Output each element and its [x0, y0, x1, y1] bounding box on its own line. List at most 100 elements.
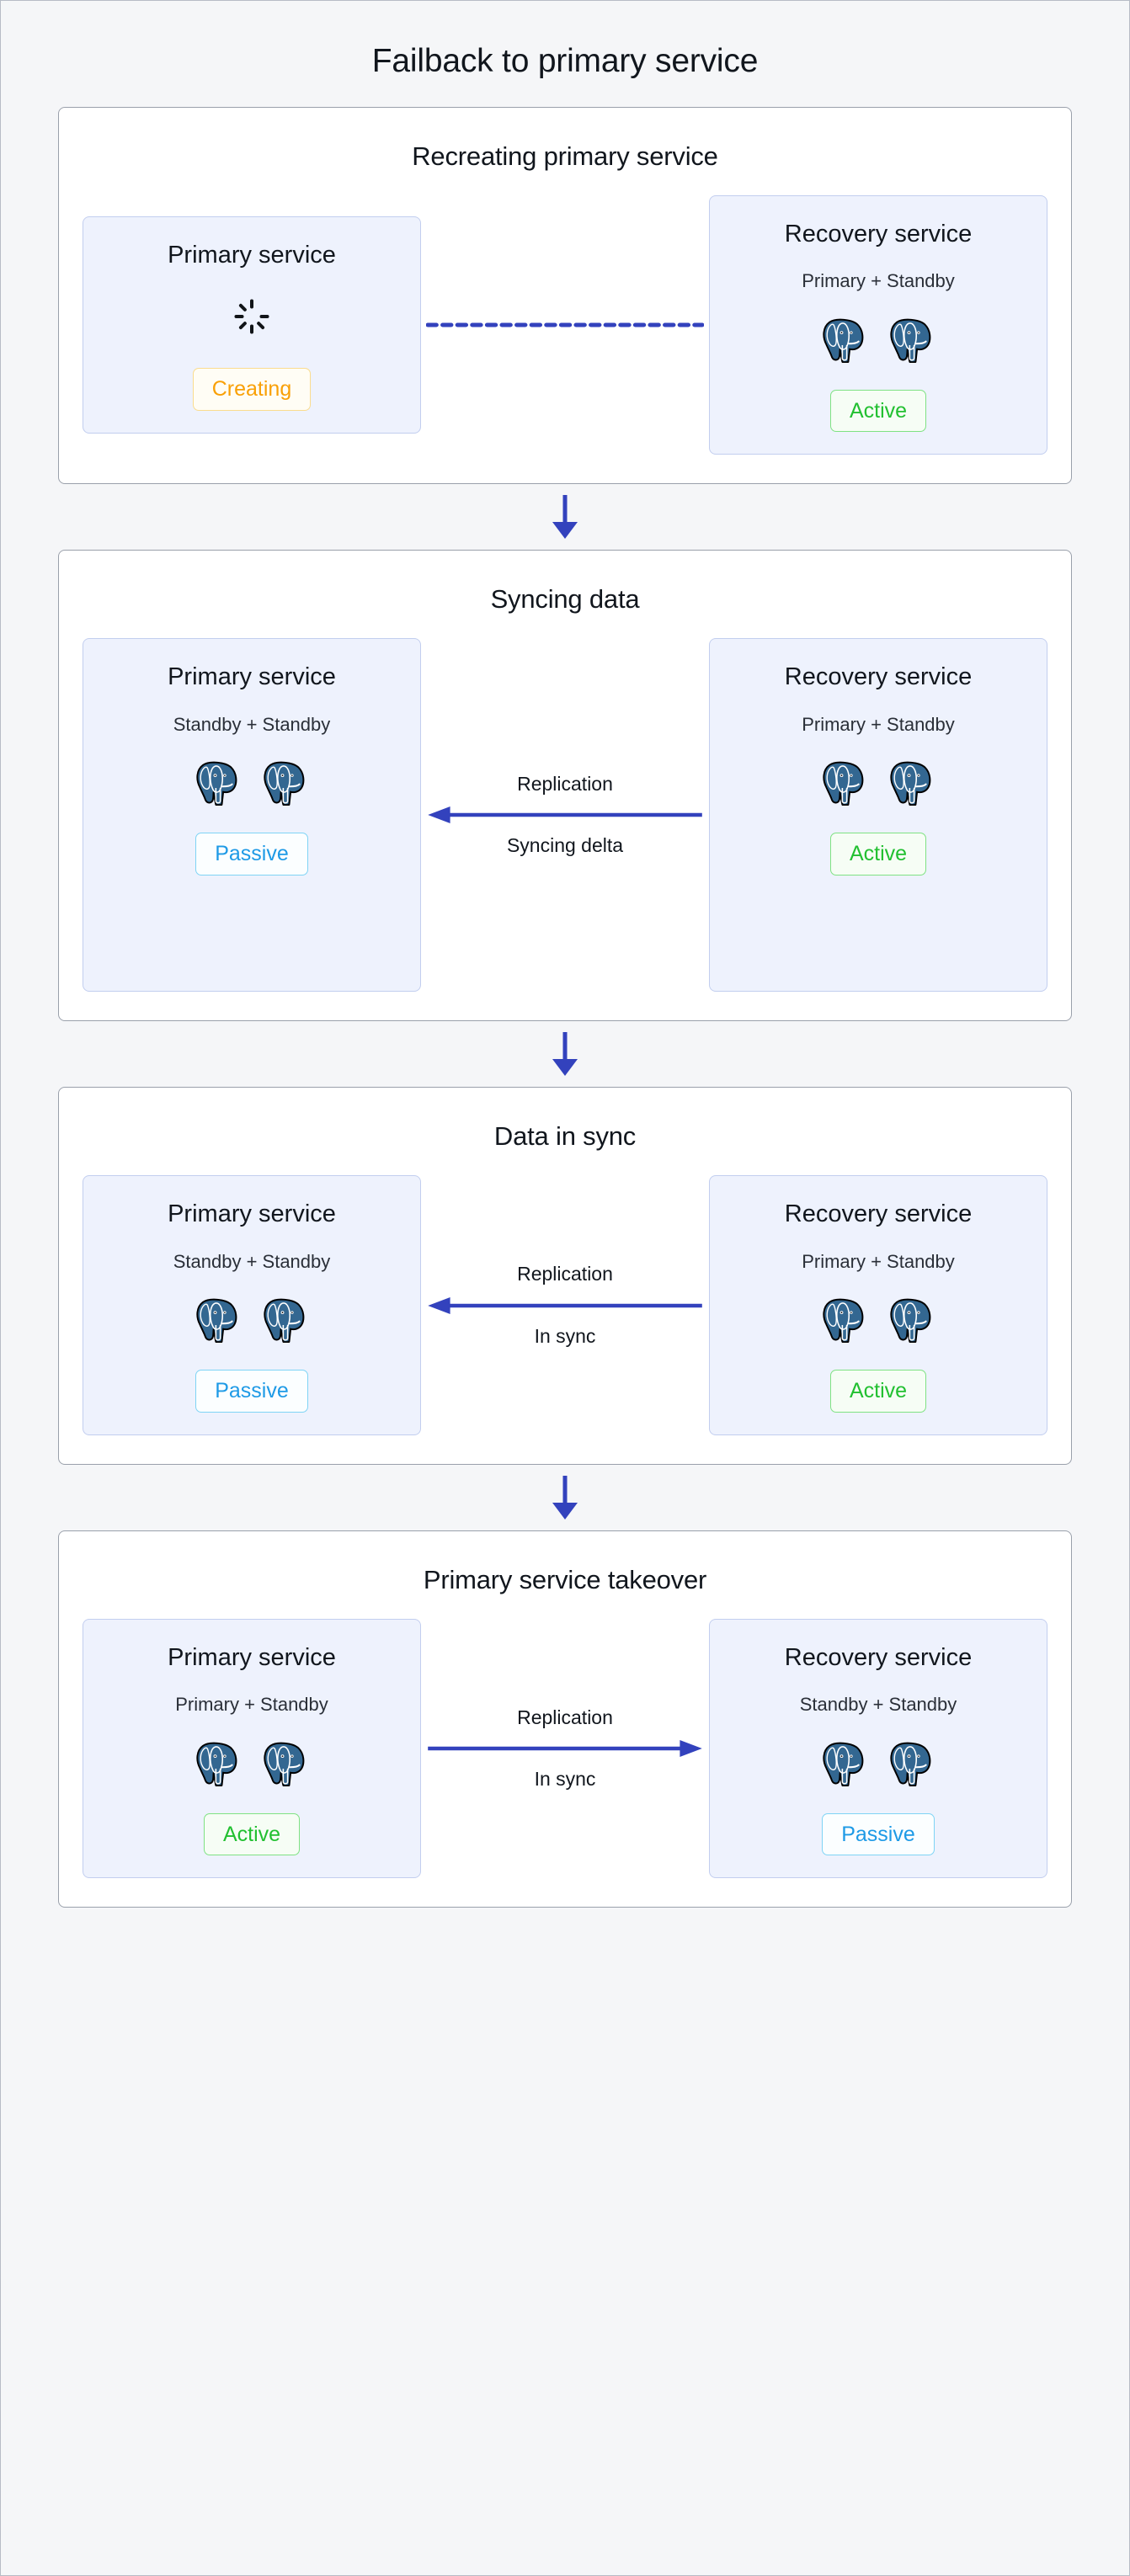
replication-connector-solid-left [428, 1296, 702, 1314]
postgresql-elephant-icon [264, 761, 305, 806]
service-card-subtitle: Primary + Standby [175, 1694, 328, 1716]
database-node [195, 758, 242, 806]
status-badge-passive[interactable]: Passive [195, 833, 308, 876]
status-badge-active[interactable]: Active [829, 833, 927, 876]
database-node [821, 1739, 868, 1786]
stage-title: Recreating primary service [412, 141, 718, 171]
status-badge-active[interactable]: Active [203, 1812, 301, 1856]
service-card-subtitle: Primary + Standby [802, 713, 955, 735]
connector-label-top: Replication [517, 1706, 613, 1728]
postgresql-elephant-icon [823, 761, 864, 806]
service-card-title: Recovery service [784, 1643, 973, 1671]
service-card-subtitle: Standby + Standby [173, 1250, 331, 1272]
service-card-title: Primary service [168, 663, 336, 691]
postgresql-elephant-icon [264, 1298, 305, 1344]
service-card-title: Recovery service [784, 1200, 973, 1228]
stage-title: Primary service takeover [423, 1564, 707, 1594]
stage-transition-arrow [58, 484, 1072, 550]
database-node-row [195, 758, 309, 806]
stage-title: Syncing data [490, 584, 640, 615]
database-node [262, 1739, 309, 1786]
database-node [888, 1739, 935, 1786]
database-node [888, 316, 935, 363]
database-node-row [195, 1739, 309, 1786]
connector-line [426, 315, 704, 335]
status-badge-active[interactable]: Active [829, 389, 927, 433]
database-node [821, 316, 868, 363]
database-node-row [821, 758, 935, 806]
database-node [888, 758, 935, 806]
postgresql-elephant-icon [823, 1298, 864, 1344]
status-badge-creating[interactable]: Creating [192, 368, 312, 412]
postgresql-elephant-icon [196, 1742, 237, 1786]
database-node [262, 1296, 309, 1344]
service-card-title: Primary service [168, 242, 336, 269]
loading-spinner-icon [232, 297, 271, 336]
replication-connector-solid-right [428, 1740, 702, 1758]
stage-transition-arrow [58, 1465, 1072, 1530]
page-title: Failback to primary service [371, 43, 759, 79]
step-down-arrow-icon [552, 1032, 578, 1077]
service-card-subtitle: Primary + Standby [802, 1250, 955, 1272]
status-badge-active[interactable]: Active [829, 1370, 927, 1413]
database-node [195, 1739, 242, 1786]
connector-line [426, 1738, 704, 1759]
replication-connector-solid-left [428, 806, 702, 824]
stage-connector [421, 315, 709, 335]
database-node [195, 1296, 242, 1344]
database-node [821, 1296, 868, 1344]
connector-label-bottom: Syncing delta [506, 834, 624, 857]
postgresql-elephant-icon [264, 1742, 305, 1786]
postgresql-elephant-icon [196, 761, 237, 806]
service-card-subtitle: Primary + Standby [802, 270, 955, 292]
service-card-title: Primary service [168, 1643, 336, 1671]
status-badge-passive[interactable]: Passive [195, 1370, 308, 1413]
connector-label-bottom: In sync [534, 1324, 596, 1347]
service-card-title: Recovery service [784, 221, 973, 247]
postgresql-elephant-icon [890, 1298, 931, 1344]
postgresql-elephant-icon [196, 1298, 237, 1344]
status-badge-passive[interactable]: Passive [822, 1812, 935, 1856]
stage-transition-arrow [58, 1021, 1072, 1087]
step-down-arrow-icon [552, 495, 578, 540]
connector-label-top: Replication [517, 1263, 613, 1285]
postgresql-elephant-icon [890, 1742, 931, 1786]
connector-line [426, 805, 704, 825]
postgresql-elephant-icon [823, 1742, 864, 1786]
stage-title: Data in sync [493, 1121, 637, 1152]
connector-label-top: Replication [517, 772, 613, 795]
postgresql-elephant-icon [890, 761, 931, 806]
service-card-title: Recovery service [784, 663, 973, 691]
database-node-row [821, 316, 935, 363]
database-node-row [821, 1739, 935, 1786]
database-node-row [821, 1296, 935, 1344]
stage-connector: Replication In sync [421, 1263, 709, 1348]
database-node [888, 1296, 935, 1344]
service-card-title: Primary service [168, 1200, 336, 1228]
replication-connector-dashed-none [426, 322, 704, 327]
database-node [262, 758, 309, 806]
connector-line [426, 1296, 704, 1316]
database-node [821, 758, 868, 806]
database-node-row [195, 1296, 309, 1344]
service-card-subtitle: Standby + Standby [799, 1694, 957, 1716]
